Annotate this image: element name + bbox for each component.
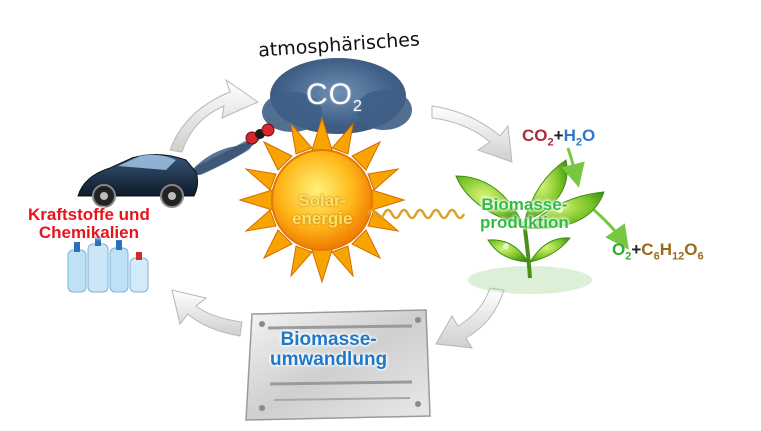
- biomass-production-label: Biomasse- produktion: [480, 196, 569, 232]
- fuels-label-line1: Kraftstoffe und: [28, 205, 150, 224]
- bottles-icon: [67, 236, 149, 293]
- co2-cloud-formula: CO2: [306, 78, 363, 115]
- output-formula: O2+C6H12O6: [612, 240, 704, 263]
- biomass-conversion-line1: Biomasse-: [280, 329, 377, 350]
- reactor-plate-icon: [245, 309, 431, 421]
- car-icon: [77, 154, 199, 208]
- input-formula: CO2+H2O: [522, 126, 596, 149]
- solar-label-line1: Solar-: [298, 191, 347, 210]
- solar-energy-label: Solar- energie: [292, 192, 352, 228]
- co2-cloud-icon: [190, 58, 412, 176]
- solar-label-line2: energie: [292, 208, 353, 228]
- biomass-conversion-line2: umwandlung: [270, 348, 388, 370]
- input-arrow: [561, 147, 585, 188]
- plant-icon: [455, 159, 605, 294]
- biomass-production-line1: Biomasse-: [481, 195, 568, 214]
- energy-wave: [366, 208, 466, 220]
- cycle-arrow-top-right: [431, 105, 513, 163]
- cycle-arrow-bottom-right: [435, 287, 505, 349]
- cycle-arrow-top-left: [169, 78, 260, 153]
- fuels-label-line2: Chemikalien: [38, 222, 139, 242]
- fuels-chemicals-label: Kraftstoffe und Chemikalien: [28, 206, 150, 242]
- sun-icon: [238, 116, 406, 284]
- biomass-production-line2: produktion: [480, 212, 569, 232]
- cycle-arrow-bottom-left: [171, 289, 243, 337]
- output-arrow: [593, 208, 629, 250]
- co2-molecule-icon: [245, 123, 275, 145]
- biomass-conversion-label: Biomasse- umwandlung: [270, 330, 387, 370]
